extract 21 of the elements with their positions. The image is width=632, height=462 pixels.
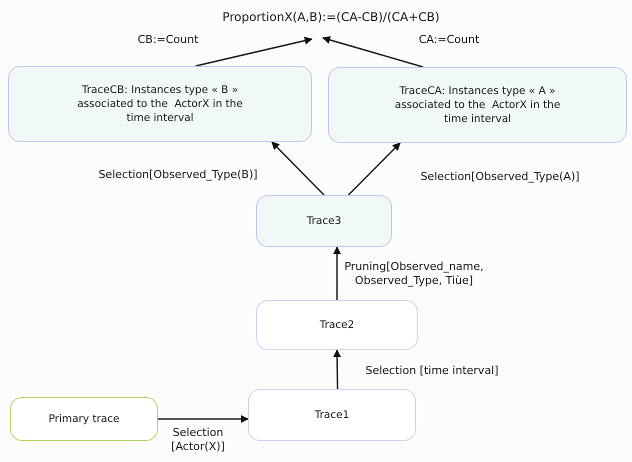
start-box bbox=[10, 397, 158, 441]
node-text: Primary trace bbox=[48, 412, 120, 426]
process-box bbox=[248, 389, 416, 441]
edge-label: Pruning[Observed_name, Observed_Type, Tiùe] bbox=[343, 260, 485, 288]
formula-text: ProportionX(A,B):=(CA-CB)/(CA+CB) bbox=[222, 10, 440, 24]
node-text: TraceCB: Instances type « B » associated to the ActorX in the time interval bbox=[76, 83, 244, 125]
arrow bbox=[322, 36, 424, 68]
arrow bbox=[333, 246, 342, 300]
node-text: TraceCA: Instances type « A » associated to the ActorX in the time interval bbox=[394, 84, 562, 126]
process-box bbox=[328, 67, 627, 143]
arrow bbox=[195, 36, 313, 67]
process-box bbox=[8, 66, 312, 142]
node-text: Trace2 bbox=[320, 318, 354, 332]
arrow bbox=[348, 142, 401, 196]
arrow bbox=[333, 349, 342, 390]
arrow bbox=[271, 141, 325, 196]
process-box bbox=[256, 300, 418, 350]
node-text: Trace3 bbox=[306, 214, 342, 228]
process-box bbox=[256, 195, 392, 247]
arrow bbox=[158, 415, 249, 423]
node-text: Trace1 bbox=[314, 408, 350, 422]
